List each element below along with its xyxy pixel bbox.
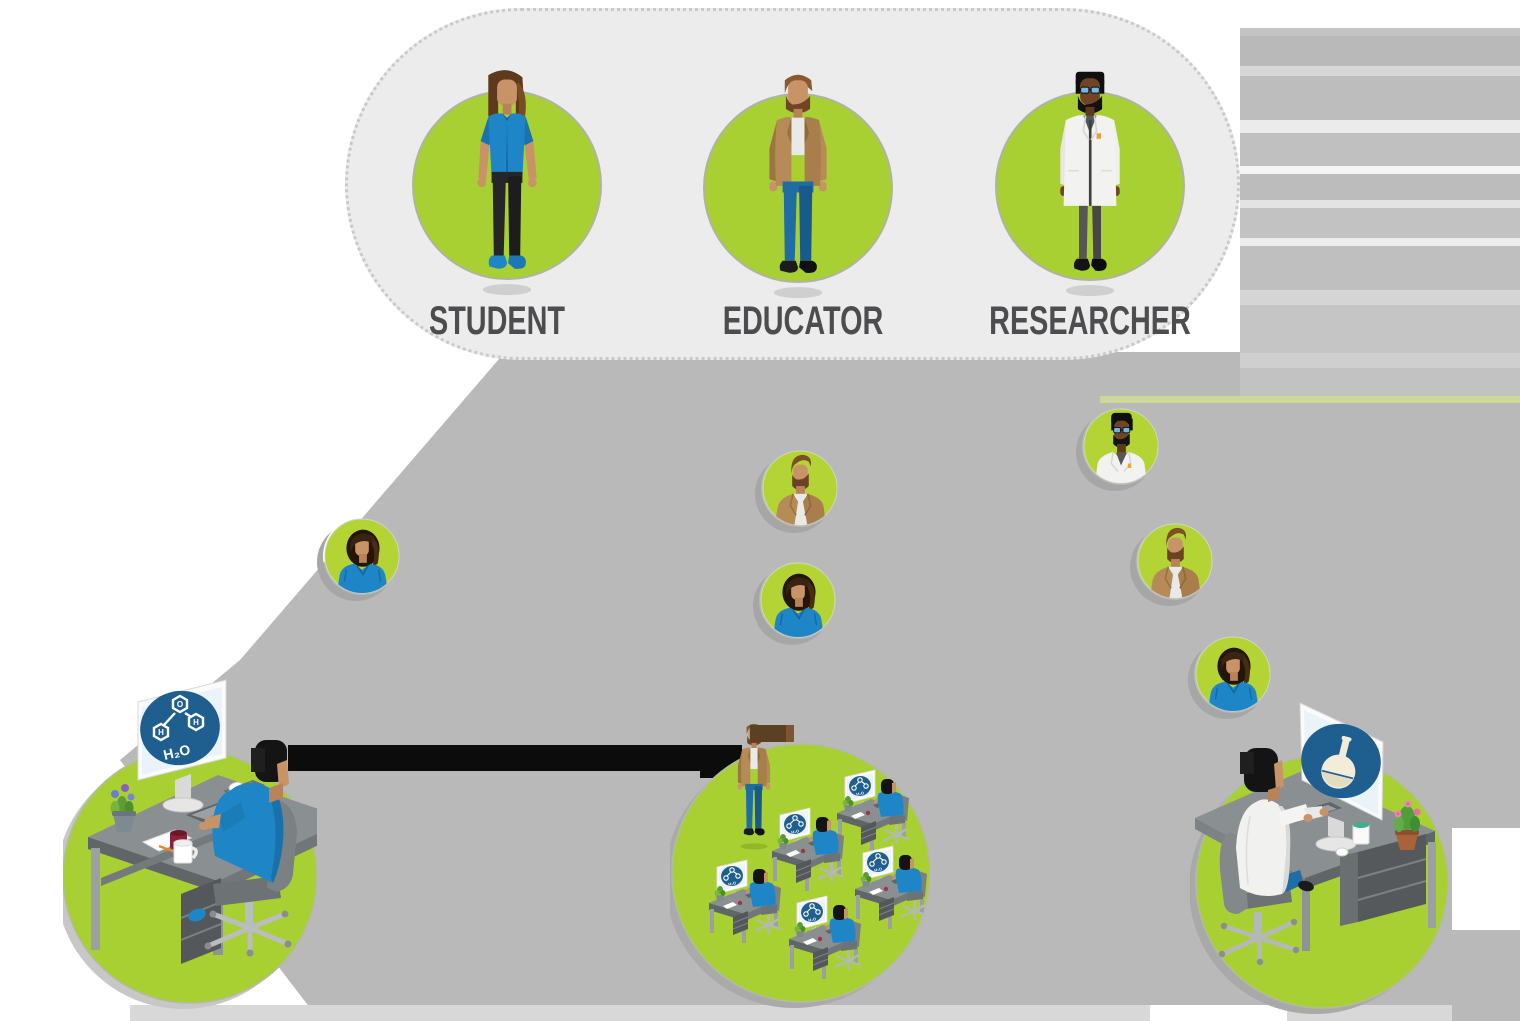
green-glitch-line (1100, 396, 1520, 403)
black-glitch-band (288, 745, 702, 771)
chair-base (207, 911, 289, 953)
monitor-h2o: O H H H₂O (137, 679, 227, 813)
scene-educator-classroom (670, 723, 930, 1008)
persona-figure-researcher (1035, 69, 1145, 301)
svg-text:H: H (158, 728, 164, 737)
chair-base (1221, 919, 1297, 963)
seated-student (188, 740, 289, 922)
bottom-edge-strip (130, 1005, 1452, 1021)
standing-educator (737, 723, 794, 850)
educator-arm-glitch (750, 725, 786, 742)
avatar-student-middle (759, 561, 837, 639)
avatar-student-left (323, 517, 401, 595)
avatar-researcher-right (1082, 407, 1160, 485)
right-shadow-stripes (1240, 28, 1520, 400)
persona-circle-student (412, 90, 602, 280)
persona-figure-student (452, 68, 562, 300)
persona-label-student: STUDENT (428, 299, 565, 343)
scene-student-workstation: O H H H₂O (63, 679, 317, 1009)
persona-label-researcher: RESEARCHER (989, 299, 1191, 343)
seated-researcher (1236, 748, 1329, 896)
svg-text:H: H (193, 718, 199, 727)
svg-text:O: O (177, 700, 183, 709)
personas-container: STUDENT EDUCATOR RESEARCHER (345, 8, 1240, 360)
avatar-educator-middle (761, 449, 839, 527)
scene-researcher-workstation (1190, 702, 1449, 1014)
persona-figure-educator (743, 71, 853, 303)
persona-circle-researcher (995, 91, 1185, 281)
persona-circle-educator (703, 93, 893, 283)
h2o-screen-label: H₂O (162, 741, 192, 763)
white-notch-artifact (1452, 828, 1520, 930)
h2o-molecule-icon (140, 690, 220, 766)
persona-label-educator: EDUCATOR (722, 299, 884, 343)
monitor-flask (1299, 702, 1384, 852)
avatar-educator-right (1136, 522, 1214, 600)
bottom-strip-gap (1150, 1005, 1287, 1021)
